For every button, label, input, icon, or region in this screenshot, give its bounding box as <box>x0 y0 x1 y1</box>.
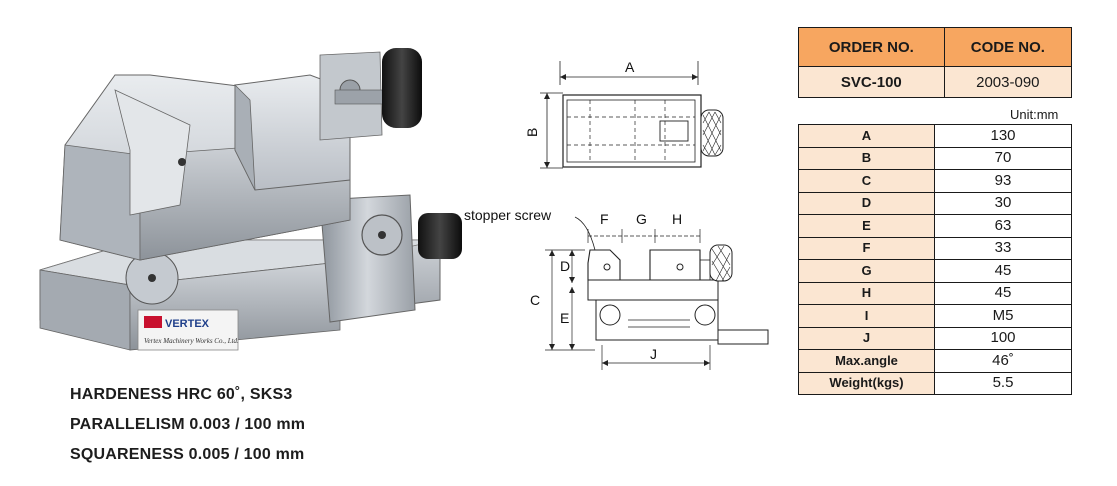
dim-value: 100 <box>934 326 1072 350</box>
dim-key: B <box>798 146 935 170</box>
product-photo: VERTEX Vertex Machinery Works Co., Ltd. <box>39 48 462 351</box>
dim-key: F <box>798 236 935 260</box>
order-no-value: SVC-100 <box>798 66 945 98</box>
front-view-drawing: stopper screw F G H C D E J <box>464 207 769 370</box>
label-j: J <box>650 346 657 362</box>
code-no-header: CODE NO. <box>943 27 1073 67</box>
label-stopper-screw: stopper screw <box>464 207 552 223</box>
dim-key: H <box>798 281 935 305</box>
dim-value: 93 <box>934 169 1072 193</box>
dim-key: D <box>798 191 935 215</box>
order-table: ORDER NO. CODE NO. SVC-100 2003-090 <box>798 27 1073 98</box>
dim-key: E <box>798 214 935 238</box>
label-h: H <box>672 211 682 227</box>
label-g: G <box>636 211 647 227</box>
top-view-drawing: A B <box>524 59 724 169</box>
code-no-value: 2003-090 <box>943 66 1073 98</box>
label-d: D <box>560 258 570 274</box>
dim-value: 33 <box>934 236 1072 260</box>
badge-brand: VERTEX <box>165 318 210 330</box>
unit-label: Unit:mm <box>1010 107 1059 122</box>
brand-badge: VERTEX Vertex Machinery Works Co., Ltd. <box>137 309 239 351</box>
badge-company: Vertex Machinery Works Co., Ltd. <box>144 337 239 345</box>
dim-value: M5 <box>934 304 1072 328</box>
dim-key: J <box>798 326 935 350</box>
spec-hardness: HARDENESS HRC 60˚, SKS3 <box>70 386 293 403</box>
dim-value: 45 <box>934 281 1072 305</box>
dim-key: Max.angle <box>798 349 935 373</box>
dim-key: G <box>798 259 935 283</box>
dim-value: 30 <box>934 191 1072 215</box>
dim-key: Weight(kgs) <box>798 371 935 395</box>
table-row: Weight(kgs)5.5 <box>798 371 1072 395</box>
label-e: E <box>560 310 569 326</box>
label-c: C <box>530 292 540 308</box>
dim-value: 70 <box>934 146 1072 170</box>
dim-key: A <box>798 124 935 148</box>
dim-value: 63 <box>934 214 1072 238</box>
dim-value: 130 <box>934 124 1072 148</box>
order-no-header: ORDER NO. <box>798 27 945 67</box>
spec-parallelism: PARALLELISM 0.003 / 100 mm <box>70 416 306 433</box>
spec-squareness: SQUARENESS 0.005 / 100 mm <box>70 446 305 463</box>
dim-value: 45 <box>934 259 1072 283</box>
label-a: A <box>625 59 635 75</box>
label-f: F <box>600 211 609 227</box>
dim-value: 5.5 <box>934 371 1072 395</box>
label-b: B <box>524 128 540 137</box>
dim-value: 46˚ <box>934 349 1072 373</box>
dim-key: C <box>798 169 935 193</box>
dim-key: I <box>798 304 935 328</box>
